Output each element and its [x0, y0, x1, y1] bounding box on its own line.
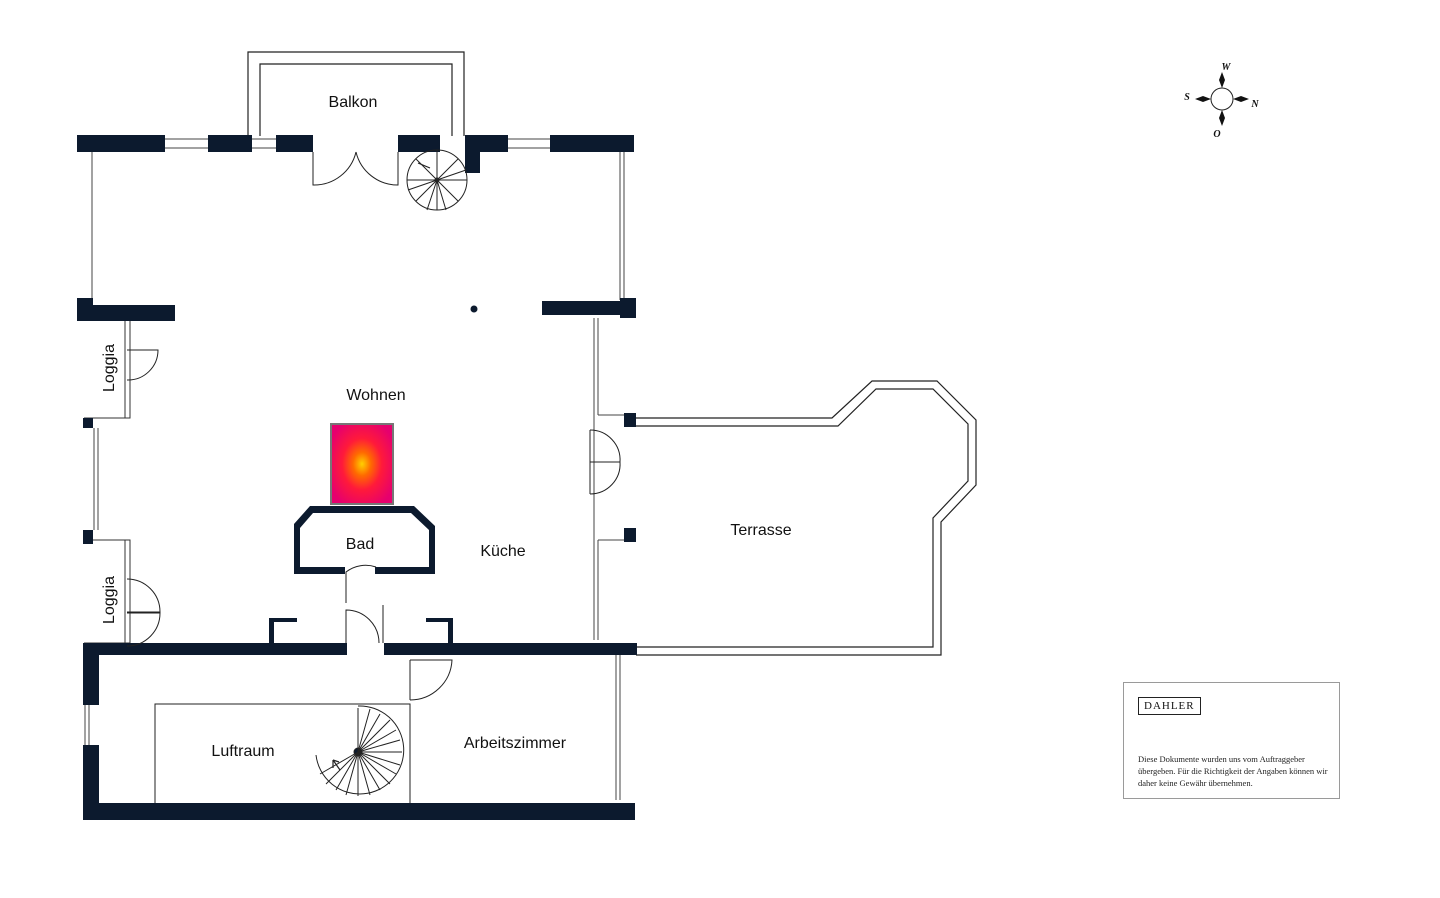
room-label-loggia-top: Loggia: [101, 344, 118, 392]
fireplace: [332, 425, 392, 503]
room-label-loggia-bottom: Loggia: [101, 576, 118, 624]
brand-logo: DAHLER: [1138, 697, 1201, 715]
spiral-stair-top: [406, 149, 468, 211]
doors: [126, 151, 621, 701]
compass-east: O: [1213, 129, 1220, 140]
room-label-wohnen: Wohnen: [346, 387, 405, 404]
room-label-kueche: Küche: [480, 543, 525, 560]
compass-west: W: [1222, 62, 1232, 73]
compass-south: S: [1184, 92, 1190, 103]
window-lines: [84, 138, 628, 800]
bath-wall-right: [375, 567, 435, 574]
column: [470, 305, 478, 313]
terrace-outline: [636, 380, 977, 656]
room-label-bad: Bad: [346, 536, 374, 553]
room-label-terrasse: Terrasse: [730, 522, 791, 539]
luftraum-outline: [154, 703, 411, 805]
disclaimer-box: DAHLER Diese Dokumente wurden uns vom Au…: [1123, 682, 1340, 799]
compass-rose: W N O S: [1184, 62, 1259, 140]
walls: [77, 135, 637, 820]
disclaimer-text: Diese Dokumente wurden uns vom Auftragge…: [1138, 754, 1328, 788]
room-label-balkon: Balkon: [329, 94, 378, 111]
compass-north: N: [1250, 99, 1259, 110]
room-label-luftraum: Luftraum: [211, 743, 274, 760]
spiral-stair-bottom: [315, 705, 405, 796]
bath-walls: [294, 506, 435, 574]
room-label-arbeitszimmer: Arbeitszimmer: [464, 735, 567, 752]
balcony-outline: [247, 51, 465, 136]
